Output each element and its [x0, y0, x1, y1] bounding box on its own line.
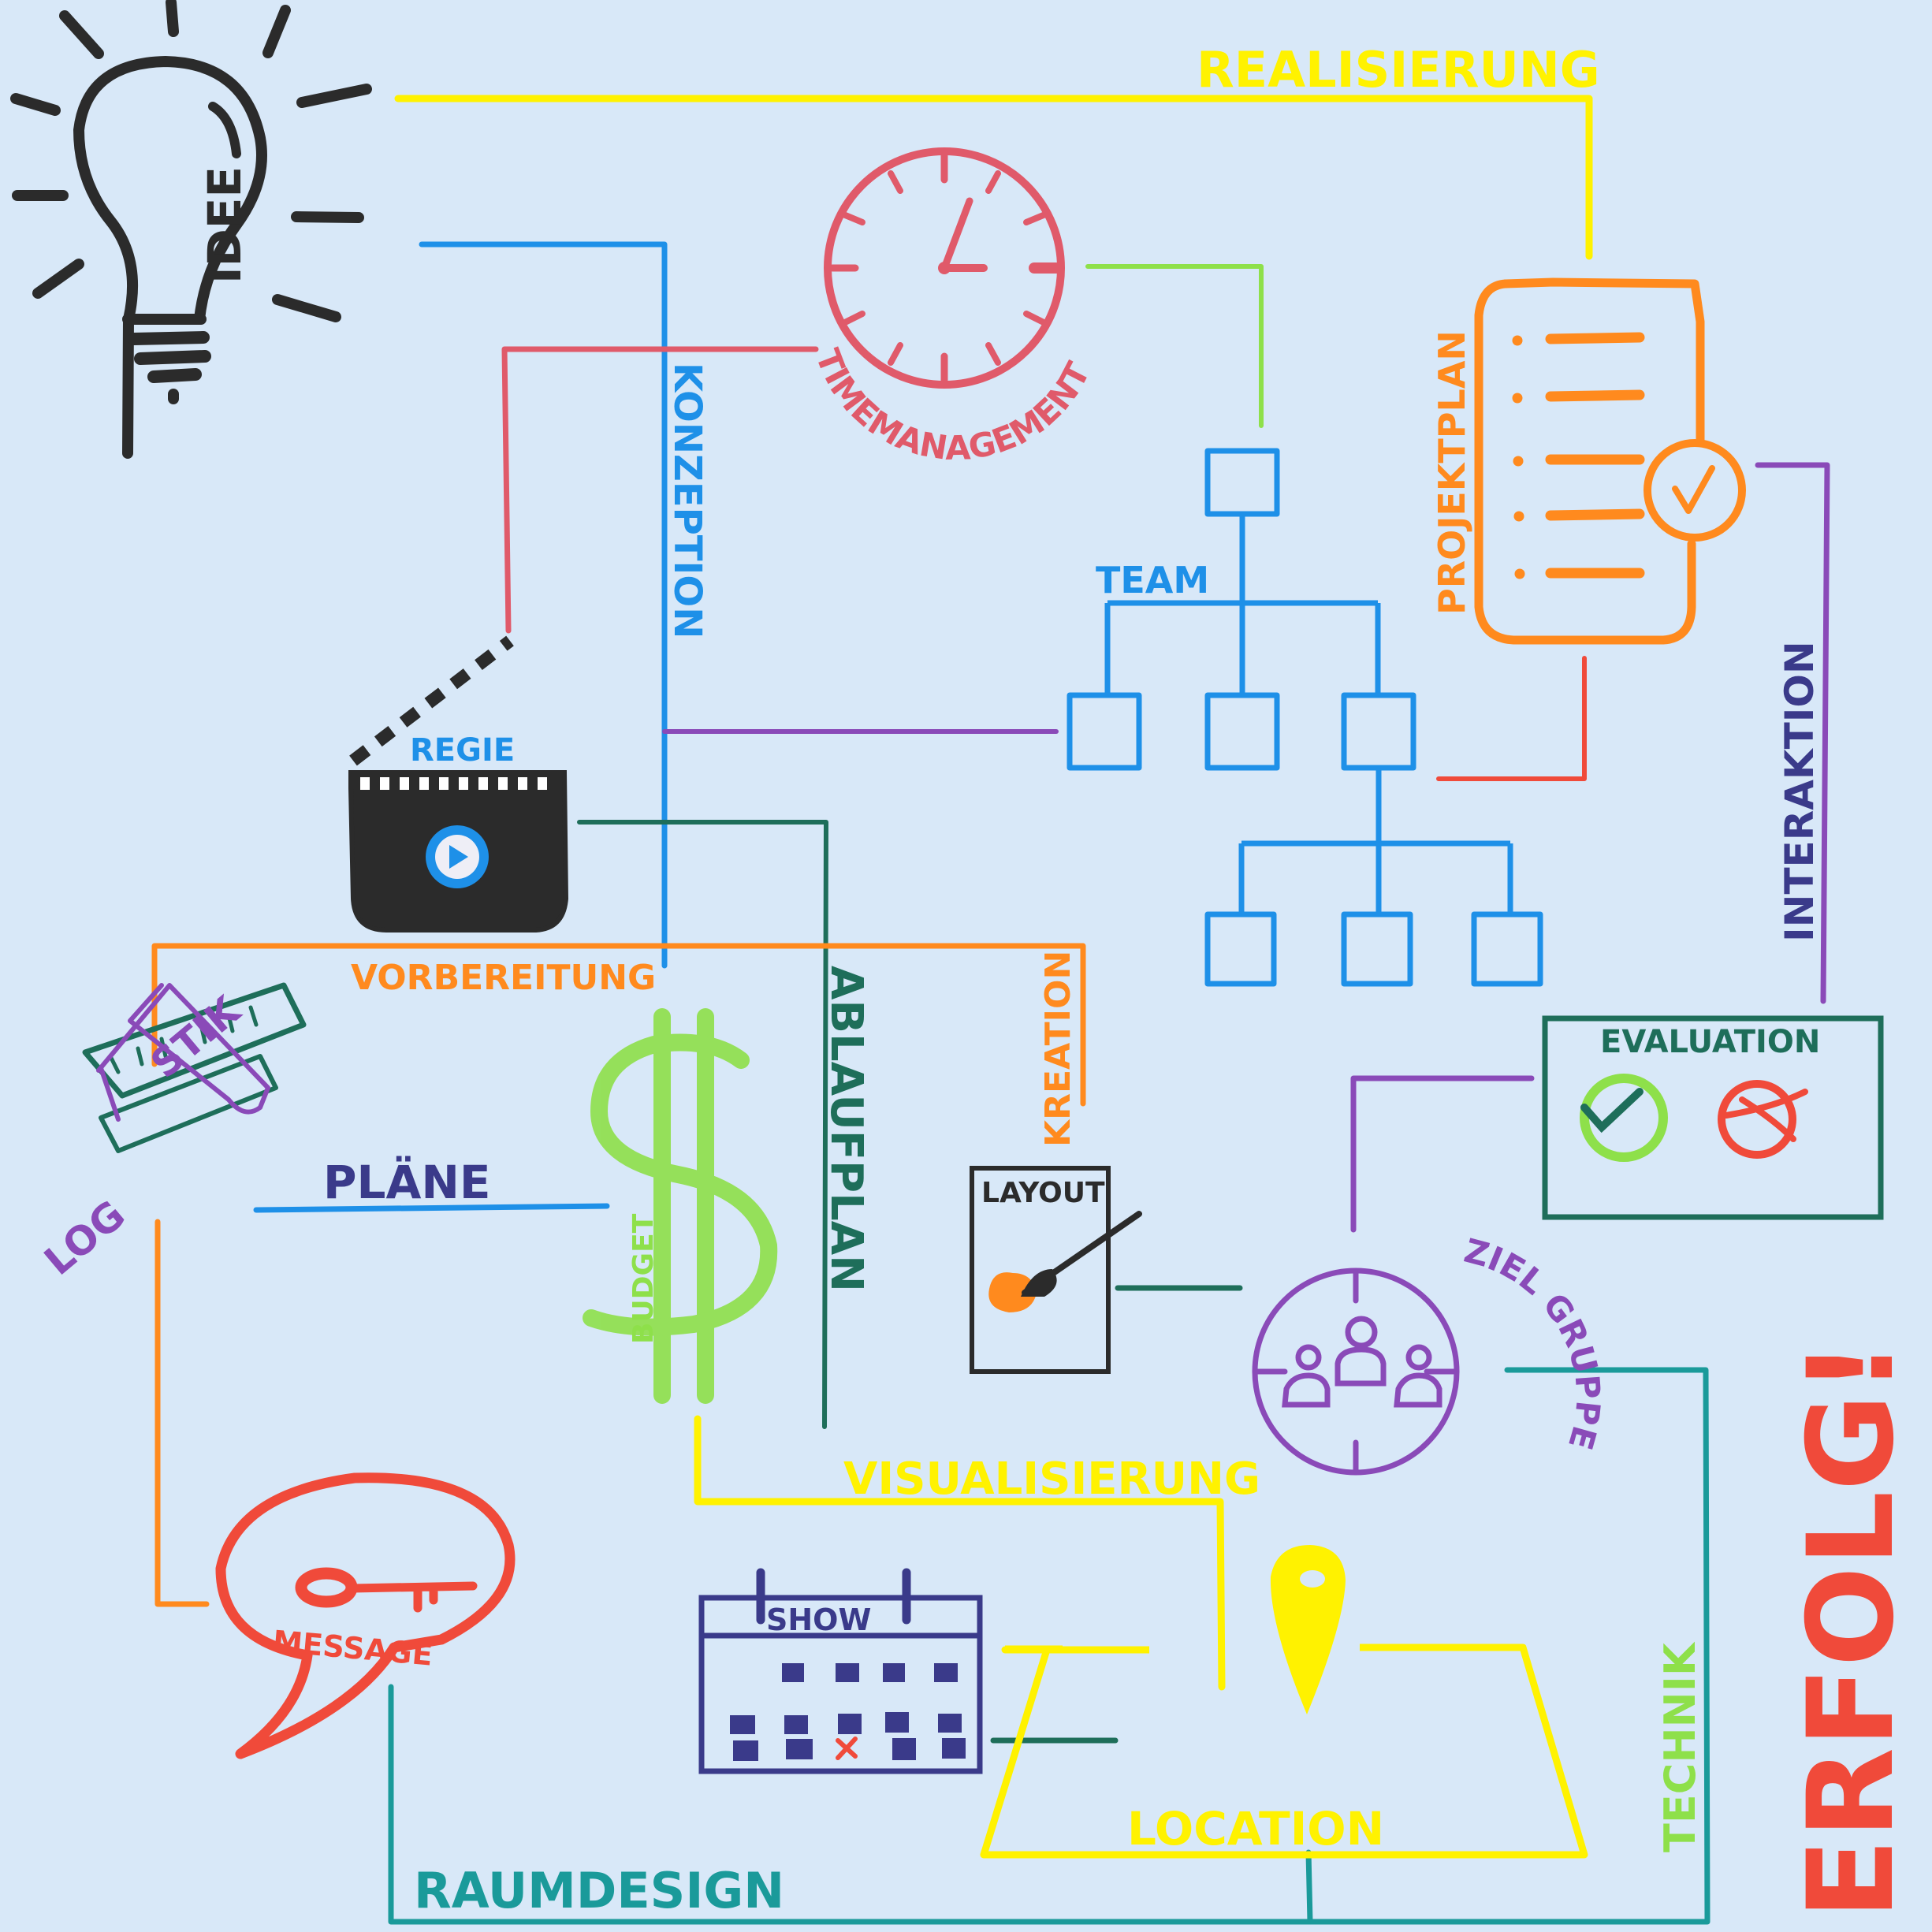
kreation-label: KREATION [1038, 951, 1078, 1147]
connector-interaktion [1755, 462, 1830, 1004]
technik-label: TECHNIK [1655, 1641, 1705, 1852]
konzeption-label: KONZEPTION [665, 363, 709, 638]
dollar-icon [583, 1008, 778, 1404]
clock-icon [824, 147, 1065, 389]
layout-label: LAYOUT [981, 1177, 1105, 1209]
lightbulb-icon [10, 0, 372, 459]
budget-label: BUDGET [627, 1213, 660, 1344]
ruler-pencil-icon [82, 982, 307, 1153]
speech-bubble-key-icon [215, 1472, 516, 1759]
realisierung-label: REALISIERUNG [1197, 41, 1600, 99]
connector-realisierung [394, 95, 1593, 260]
raumdesign-label: RAUMDESIGN [414, 1862, 784, 1919]
team-label: TEAM [1096, 559, 1209, 601]
location-label: LOCATION [1127, 1802, 1384, 1856]
connector-clock-team [1085, 264, 1264, 428]
org-chart-icon [1067, 448, 1543, 987]
connector-konzeption [419, 241, 668, 969]
layout-brush-icon [970, 1166, 1142, 1374]
target-group-icon [1252, 1268, 1460, 1476]
connector-projektplan-team [1436, 656, 1587, 781]
regie-label: REGIE [410, 732, 515, 769]
erfolg-label: ERFOLG! [1783, 1340, 1920, 1919]
interaktion-label: INTERAKTION [1777, 641, 1822, 942]
connector-raumdesign [388, 1684, 1313, 1925]
connector-plaene [253, 1203, 610, 1213]
clapperboard-icon [348, 635, 569, 932]
connector-timemanagement [501, 346, 819, 634]
calendar-icon [698, 1568, 983, 1774]
projektplan-label: PROJEKTPLAN [1431, 330, 1473, 615]
connector-visualisierung [694, 1415, 1226, 1691]
vorbereitung-label: VORBEREITUNG [351, 958, 656, 998]
connector-technik [1302, 1367, 1711, 1925]
plaene-label: PLÄNE [323, 1155, 491, 1209]
checklist-document-icon [1474, 277, 1746, 645]
visualisierung-label: VISUALISIERUNG [843, 1454, 1260, 1505]
connector-zielgruppe-evaluation [1350, 1075, 1535, 1233]
location-pin-icon [980, 1545, 1588, 1859]
ablaufplan-label: ABLAUFPLAN [821, 966, 872, 1292]
connector-logistik-message [154, 1219, 210, 1607]
idee-label: IDEE [198, 166, 251, 284]
evaluation-check-cross-icon [1542, 1015, 1884, 1220]
connector-ablaufplan [577, 820, 828, 1429]
show-label: SHOW [766, 1603, 871, 1637]
evaluation-label: EVALUATION [1600, 1024, 1820, 1060]
